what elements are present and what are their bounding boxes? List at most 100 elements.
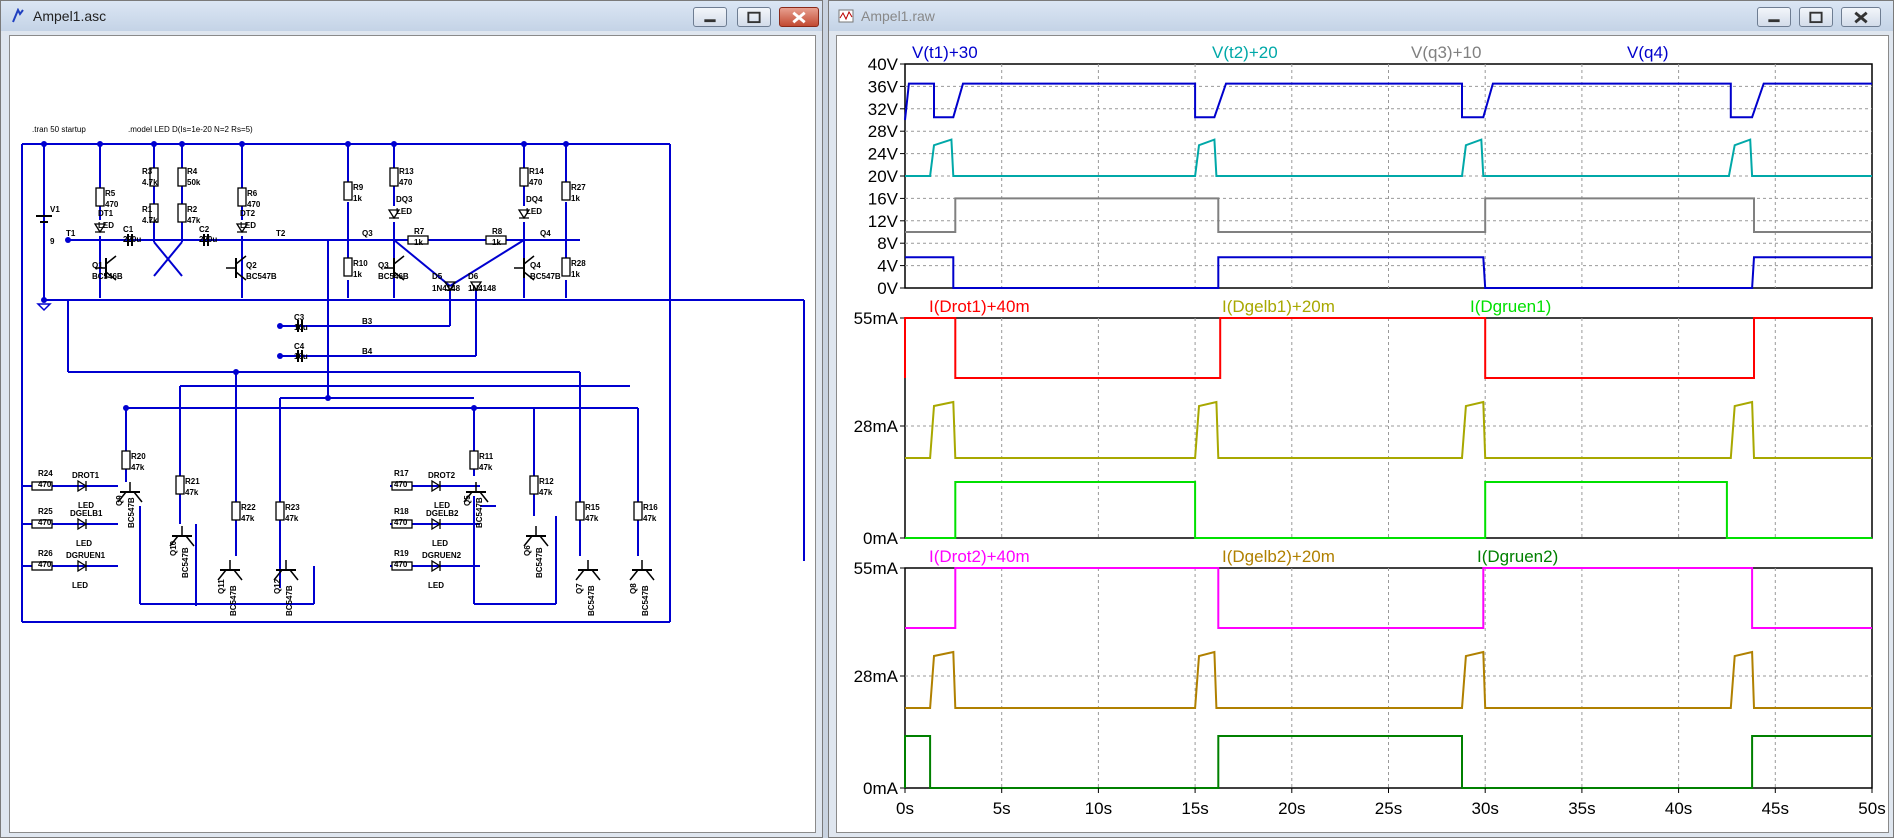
resistor-r4[interactable] xyxy=(177,167,187,187)
resistor-r5[interactable] xyxy=(95,187,105,207)
components[interactable] xyxy=(31,141,655,581)
tran-directive[interactable]: .tran 50 startup xyxy=(32,125,86,134)
resistor-name: R12 xyxy=(539,477,554,486)
transistor-model: BC547B xyxy=(641,585,650,616)
transistor-emitter xyxy=(105,271,117,281)
resistor-value: 470 xyxy=(247,200,261,209)
pane-0-ytick-label: 40V xyxy=(868,55,899,74)
resistor-r12[interactable] xyxy=(529,475,539,495)
transistor-q5[interactable] xyxy=(463,482,489,503)
led-drot1[interactable] xyxy=(77,479,88,493)
resistor-r16[interactable] xyxy=(633,501,643,521)
led-dgruen2[interactable] xyxy=(431,559,442,573)
resistor-r6[interactable] xyxy=(237,187,247,207)
transistor-collector xyxy=(591,569,601,581)
schematic-canvas[interactable]: .tran 50 startup .model LED D(Is=1e-20 N… xyxy=(9,35,816,833)
resistor-r15[interactable] xyxy=(575,501,585,521)
transistor-q8[interactable] xyxy=(629,560,655,581)
trace-V(t1)+30 xyxy=(904,82,1872,121)
led-dq3[interactable] xyxy=(387,209,401,220)
model-directive[interactable]: .model LED D(Is=1e-20 N=2 Rs=5) xyxy=(128,125,253,134)
transistor-name: Q12 xyxy=(273,578,282,594)
resistor-r18[interactable] xyxy=(391,519,413,529)
transistor-q9[interactable] xyxy=(117,482,143,503)
wire[interactable] xyxy=(393,239,451,287)
transistor-q2[interactable] xyxy=(226,255,247,281)
resistor-r10[interactable] xyxy=(343,257,353,277)
waveform-close-button[interactable] xyxy=(1841,7,1881,27)
resistor-r2[interactable] xyxy=(177,203,187,223)
ground-icon xyxy=(36,303,52,312)
transistor-model: BC547B xyxy=(475,497,484,528)
waveform-minimize-button[interactable] xyxy=(1757,7,1791,27)
resistor-r19[interactable] xyxy=(391,561,413,571)
resistor-name: R10 xyxy=(353,259,368,268)
resistor-r9[interactable] xyxy=(343,181,353,201)
schematic-window[interactable]: Ampel1.asc .tran 50 startup .model LED D… xyxy=(0,0,823,838)
resistor-r11[interactable] xyxy=(469,450,479,470)
led-dq4[interactable] xyxy=(517,209,531,220)
transistor-q11[interactable] xyxy=(217,560,243,581)
resistor-r13[interactable] xyxy=(389,167,399,187)
resistor-r20[interactable] xyxy=(121,450,131,470)
transistor-q1[interactable] xyxy=(96,255,117,281)
resistor-r26[interactable] xyxy=(31,561,53,571)
transistor-q4[interactable] xyxy=(514,255,535,281)
waveform-titlebar[interactable]: Ampel1.raw xyxy=(829,1,1893,31)
resistor-name: R3 xyxy=(142,167,153,176)
led-dgruen1[interactable] xyxy=(77,559,88,573)
diode-name: DGRUEN2 xyxy=(422,551,462,560)
resistor-r21[interactable] xyxy=(175,475,185,495)
led-drot2[interactable] xyxy=(431,479,442,493)
diode-d5[interactable] xyxy=(443,281,457,292)
resistor-value: 47k xyxy=(131,463,145,472)
schematic-close-button[interactable] xyxy=(779,7,819,27)
pane-2-ytick-label: 55mA xyxy=(854,559,899,578)
schematic-drawing[interactable]: .tran 50 startup .model LED D(Is=1e-20 N… xyxy=(10,36,815,832)
resistor-r25[interactable] xyxy=(31,519,53,529)
resistor-name: R9 xyxy=(353,183,364,192)
pane-2-trace-label: I(Dgruen2) xyxy=(1477,547,1558,566)
led-dt2[interactable] xyxy=(235,223,249,234)
schematic-minimize-button[interactable] xyxy=(693,7,727,27)
net-label-q4: Q4 xyxy=(540,229,551,238)
resistor-value: 470 xyxy=(38,518,52,527)
resistor-name: R11 xyxy=(479,452,494,461)
schematic-maximize-button[interactable] xyxy=(737,7,771,27)
wire[interactable] xyxy=(449,239,525,287)
transistor-emitter xyxy=(393,271,405,281)
waveform-maximize-button[interactable] xyxy=(1799,7,1833,27)
transistor-q3[interactable] xyxy=(384,255,405,281)
schematic-titlebar[interactable]: Ampel1.asc xyxy=(1,1,822,31)
wire[interactable] xyxy=(153,241,183,277)
resistor-r27[interactable] xyxy=(561,181,571,201)
net-label-b3: B3 xyxy=(362,317,373,326)
transistor-q12[interactable] xyxy=(273,560,299,581)
led-dgelb2[interactable] xyxy=(431,517,442,531)
led-dt1[interactable] xyxy=(93,223,107,234)
resistor-r17[interactable] xyxy=(391,481,413,491)
diode-d6[interactable] xyxy=(469,281,483,292)
diode-model: LED xyxy=(76,539,92,548)
resistor-value: 50k xyxy=(187,178,201,187)
resistor-r1[interactable] xyxy=(149,203,159,223)
transistor-collector xyxy=(105,255,117,265)
transistor-q6[interactable] xyxy=(523,526,549,547)
resistor-r23[interactable] xyxy=(275,501,285,521)
resistor-r24[interactable] xyxy=(31,481,53,491)
resistor-r7[interactable] xyxy=(407,235,429,245)
resistor-r3[interactable] xyxy=(149,167,159,187)
wires[interactable] xyxy=(21,143,805,623)
transistor-q10[interactable] xyxy=(169,526,195,547)
resistor-name: R5 xyxy=(105,189,116,198)
resistor-r8[interactable] xyxy=(485,235,507,245)
junction xyxy=(65,237,71,243)
resistor-r14[interactable] xyxy=(519,167,529,187)
resistor-r22[interactable] xyxy=(231,501,241,521)
resistor-r28[interactable] xyxy=(561,257,571,277)
transistor-q7[interactable] xyxy=(575,560,601,581)
led-dgelb1[interactable] xyxy=(77,517,88,531)
